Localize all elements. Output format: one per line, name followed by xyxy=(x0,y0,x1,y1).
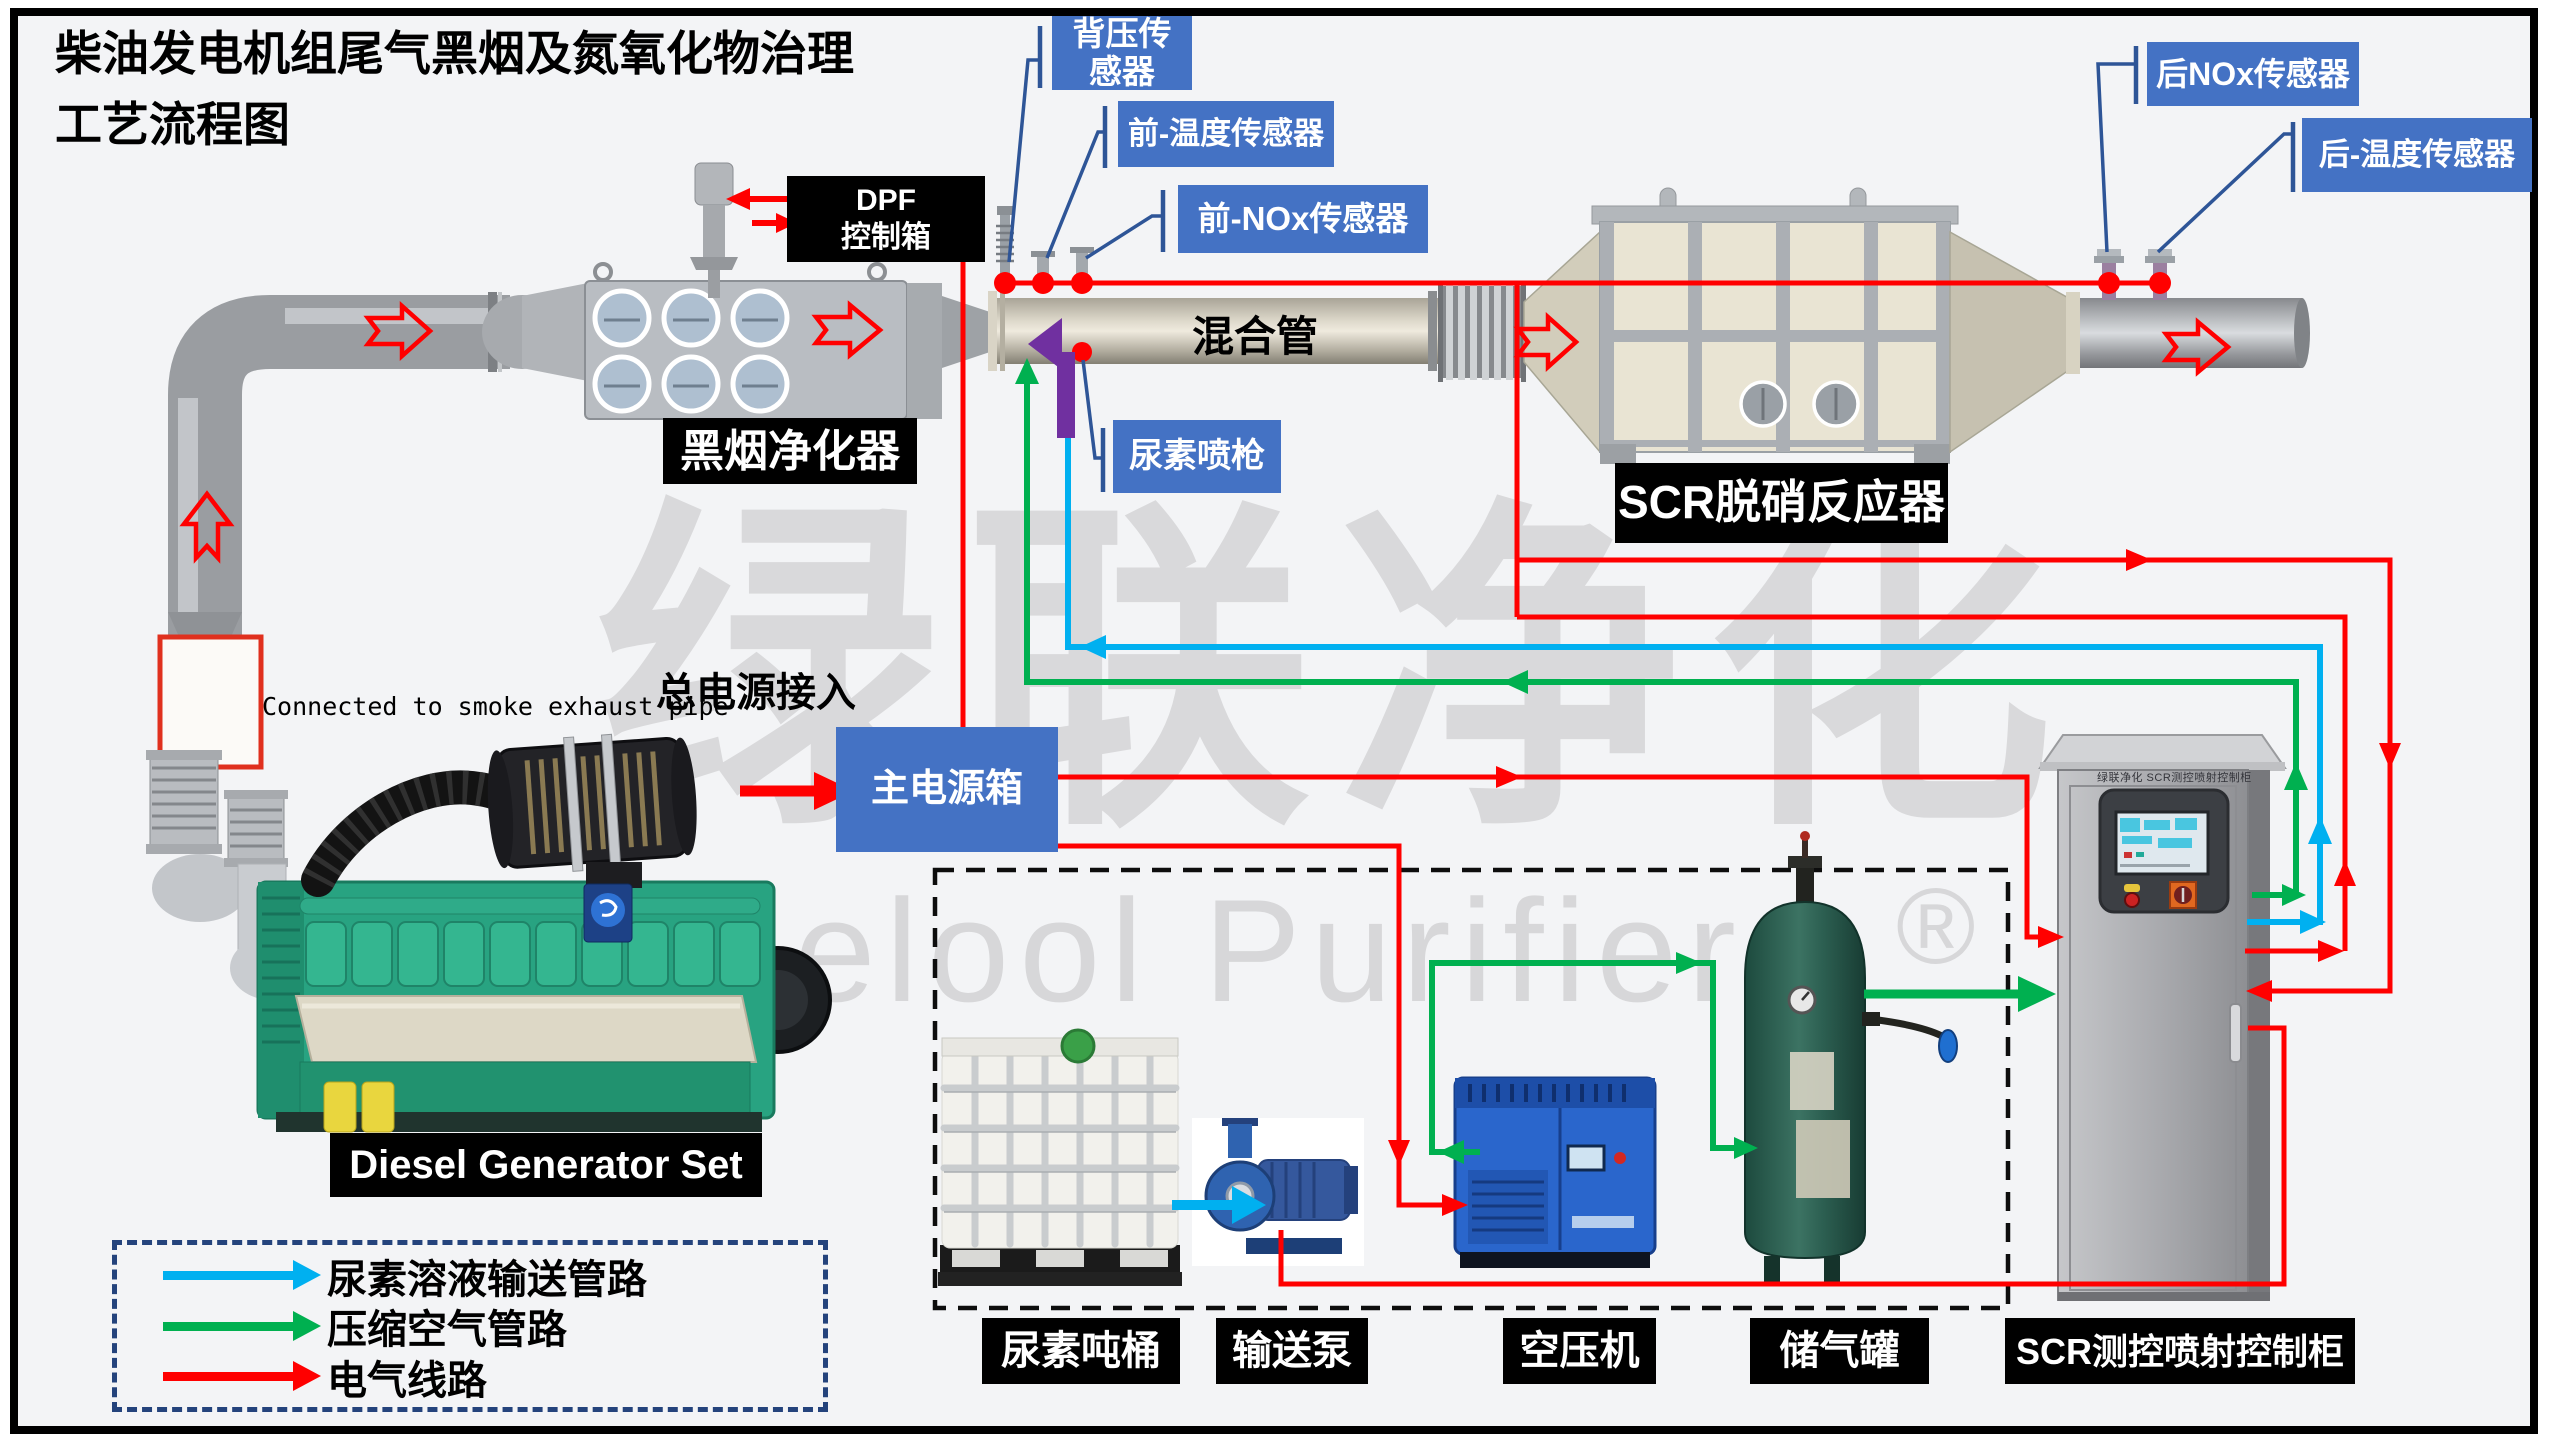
compressed-air-arrowheads xyxy=(1015,358,2308,1164)
electrical-lines xyxy=(740,196,2393,1287)
legend-electrical-arrow-icon xyxy=(163,1361,321,1391)
label-scr-reactor: SCR脱硝反应器 xyxy=(1615,463,1948,543)
equipment-dashed-enclosure xyxy=(932,867,2011,1311)
main-power-in-label: 总电源接入 xyxy=(656,671,856,715)
legend-urea-label: 尿素溶液输送管路 xyxy=(327,1257,647,1302)
label-transfer-pump: 输送泵 xyxy=(1216,1318,1368,1384)
title-line-1: 柴油发电机组尾气黑烟及氮氧化物治理 xyxy=(55,29,854,81)
legend-electrical-label: 电气线路 xyxy=(327,1358,487,1403)
label-front-nox-sensor: 前-NOx传感器 xyxy=(1178,185,1428,253)
label-dpf-control-box: DPF 控制箱 xyxy=(787,176,985,262)
label-back-pressure-sensor: 背压传感器 xyxy=(1052,15,1192,90)
urea-solution-arrowheads xyxy=(1080,635,2332,1224)
label-urea-injector: 尿素喷枪 xyxy=(1113,420,1281,493)
electrical-arrowheads xyxy=(726,188,2401,1216)
exhaust-connection-note: Connected to smoke exhaust pipe xyxy=(262,692,729,721)
dpf-burner-unit xyxy=(690,162,738,298)
exhaust-chimney-pipe xyxy=(168,292,510,664)
label-urea-tank: 尿素吨桶 xyxy=(982,1318,1180,1384)
label-front-temp-sensor: 前-温度传感器 xyxy=(1118,101,1334,167)
expansion-bellows xyxy=(1438,282,1526,382)
legend-air-arrow-icon xyxy=(163,1310,321,1341)
legend-row-urea: 尿素溶液输送管路 xyxy=(163,1256,823,1302)
urea-transfer-pump xyxy=(1192,1118,1364,1266)
urea-ibc-tank xyxy=(938,1028,1182,1286)
registered-mark-icon: ® xyxy=(1896,865,1976,986)
smoke-purifier-unit xyxy=(482,262,990,420)
diesel-generator-unit xyxy=(146,733,832,1133)
legend-air-label: 压缩空气管路 xyxy=(327,1308,567,1352)
cabinet-brand-text: 绿联净化 SCR测控喷射控制柜 xyxy=(2097,772,2252,784)
label-air-tank: 储气罐 xyxy=(1750,1318,1929,1384)
label-air-compressor: 空压机 xyxy=(1503,1318,1656,1384)
label-scr-cabinet: SCR测控喷射控制柜 xyxy=(2005,1318,2355,1384)
legend-row-air: 压缩空气管路 xyxy=(163,1306,823,1352)
dpf-label-line1: DPF xyxy=(856,183,916,217)
label-leader-lines xyxy=(1007,26,2296,492)
air-compressor-unit xyxy=(1453,1076,1657,1268)
urea-solution-lines xyxy=(1065,436,2323,1210)
mixing-pipe-label: 混合管 xyxy=(1191,313,1318,360)
air-storage-tank xyxy=(1744,831,1958,1286)
exhaust-connection-box xyxy=(157,634,264,770)
dpf-label-line2: 控制箱 xyxy=(841,221,931,254)
main-power-box: 主电源箱 xyxy=(836,727,1058,852)
legend-box: 尿素溶液输送管路 压缩空气管路 电气线路 xyxy=(112,1240,828,1412)
label-smoke-purifier: 黑烟净化器 xyxy=(663,418,917,484)
scr-control-cabinet xyxy=(2038,734,2287,1301)
urea-injector xyxy=(1028,318,1075,438)
label-diesel-generator: Diesel Generator Set xyxy=(330,1133,762,1197)
page-title: 柴油发电机组尾气黑烟及氮氧化物治理 工艺流程图 xyxy=(55,20,854,161)
label-rear-temp-sensor: 后-温度传感器 xyxy=(2302,118,2532,192)
title-line-2: 工艺流程图 xyxy=(55,99,290,152)
flow-direction-arrows xyxy=(179,300,2232,564)
legend-urea-arrow-icon xyxy=(163,1260,321,1290)
scr-reactor-unit xyxy=(1523,187,2310,464)
label-rear-nox-sensor: 后NOx传感器 xyxy=(2147,42,2359,106)
legend-row-electrical: 电气线路 xyxy=(163,1357,823,1403)
